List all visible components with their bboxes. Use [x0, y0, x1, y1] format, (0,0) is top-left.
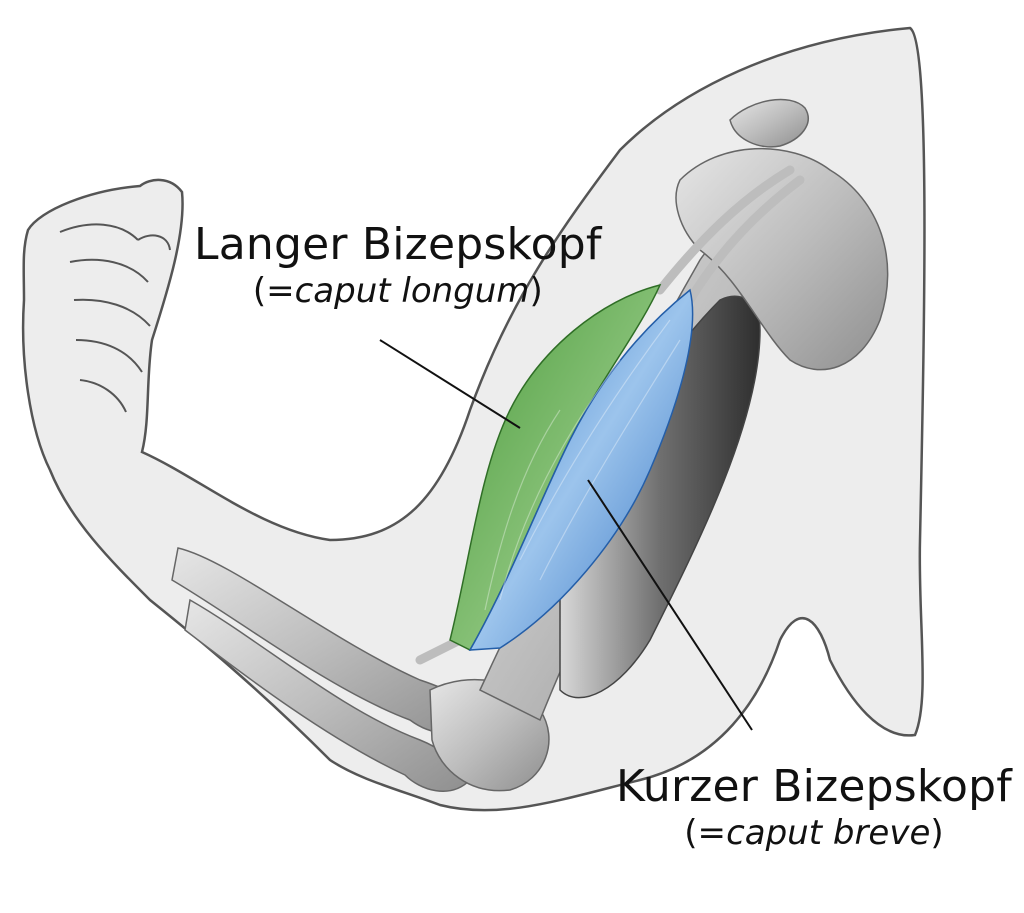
long-head-latin-suffix: )	[529, 271, 543, 311]
long-head-latin: (=caput longum)	[194, 270, 602, 312]
short-head-title: Kurzer Bizepskopf	[616, 761, 1012, 812]
long-head-latin-prefix: (=	[252, 271, 295, 311]
long-head-latin-name: caput longum	[294, 271, 530, 311]
pointer-line-long-head	[379, 339, 521, 429]
short-head-latin: (=caput breve)	[616, 812, 1012, 854]
short-head-latin-suffix: )	[930, 813, 944, 853]
label-long-head: Langer Bizepskopf (=caput longum)	[194, 220, 602, 312]
muscle-fibers	[484, 319, 681, 611]
pointer-line-short-head	[587, 479, 753, 731]
fist-fingers	[59, 223, 171, 413]
long-head-title: Langer Bizepskopf	[194, 219, 602, 270]
short-head-muscle	[468, 288, 694, 651]
acromion-bone	[729, 98, 809, 148]
short-head-latin-name: caput breve	[726, 813, 931, 853]
short-head-latin-prefix: (=	[684, 813, 727, 853]
label-short-head: Kurzer Bizepskopf (=caput breve)	[616, 762, 1012, 854]
